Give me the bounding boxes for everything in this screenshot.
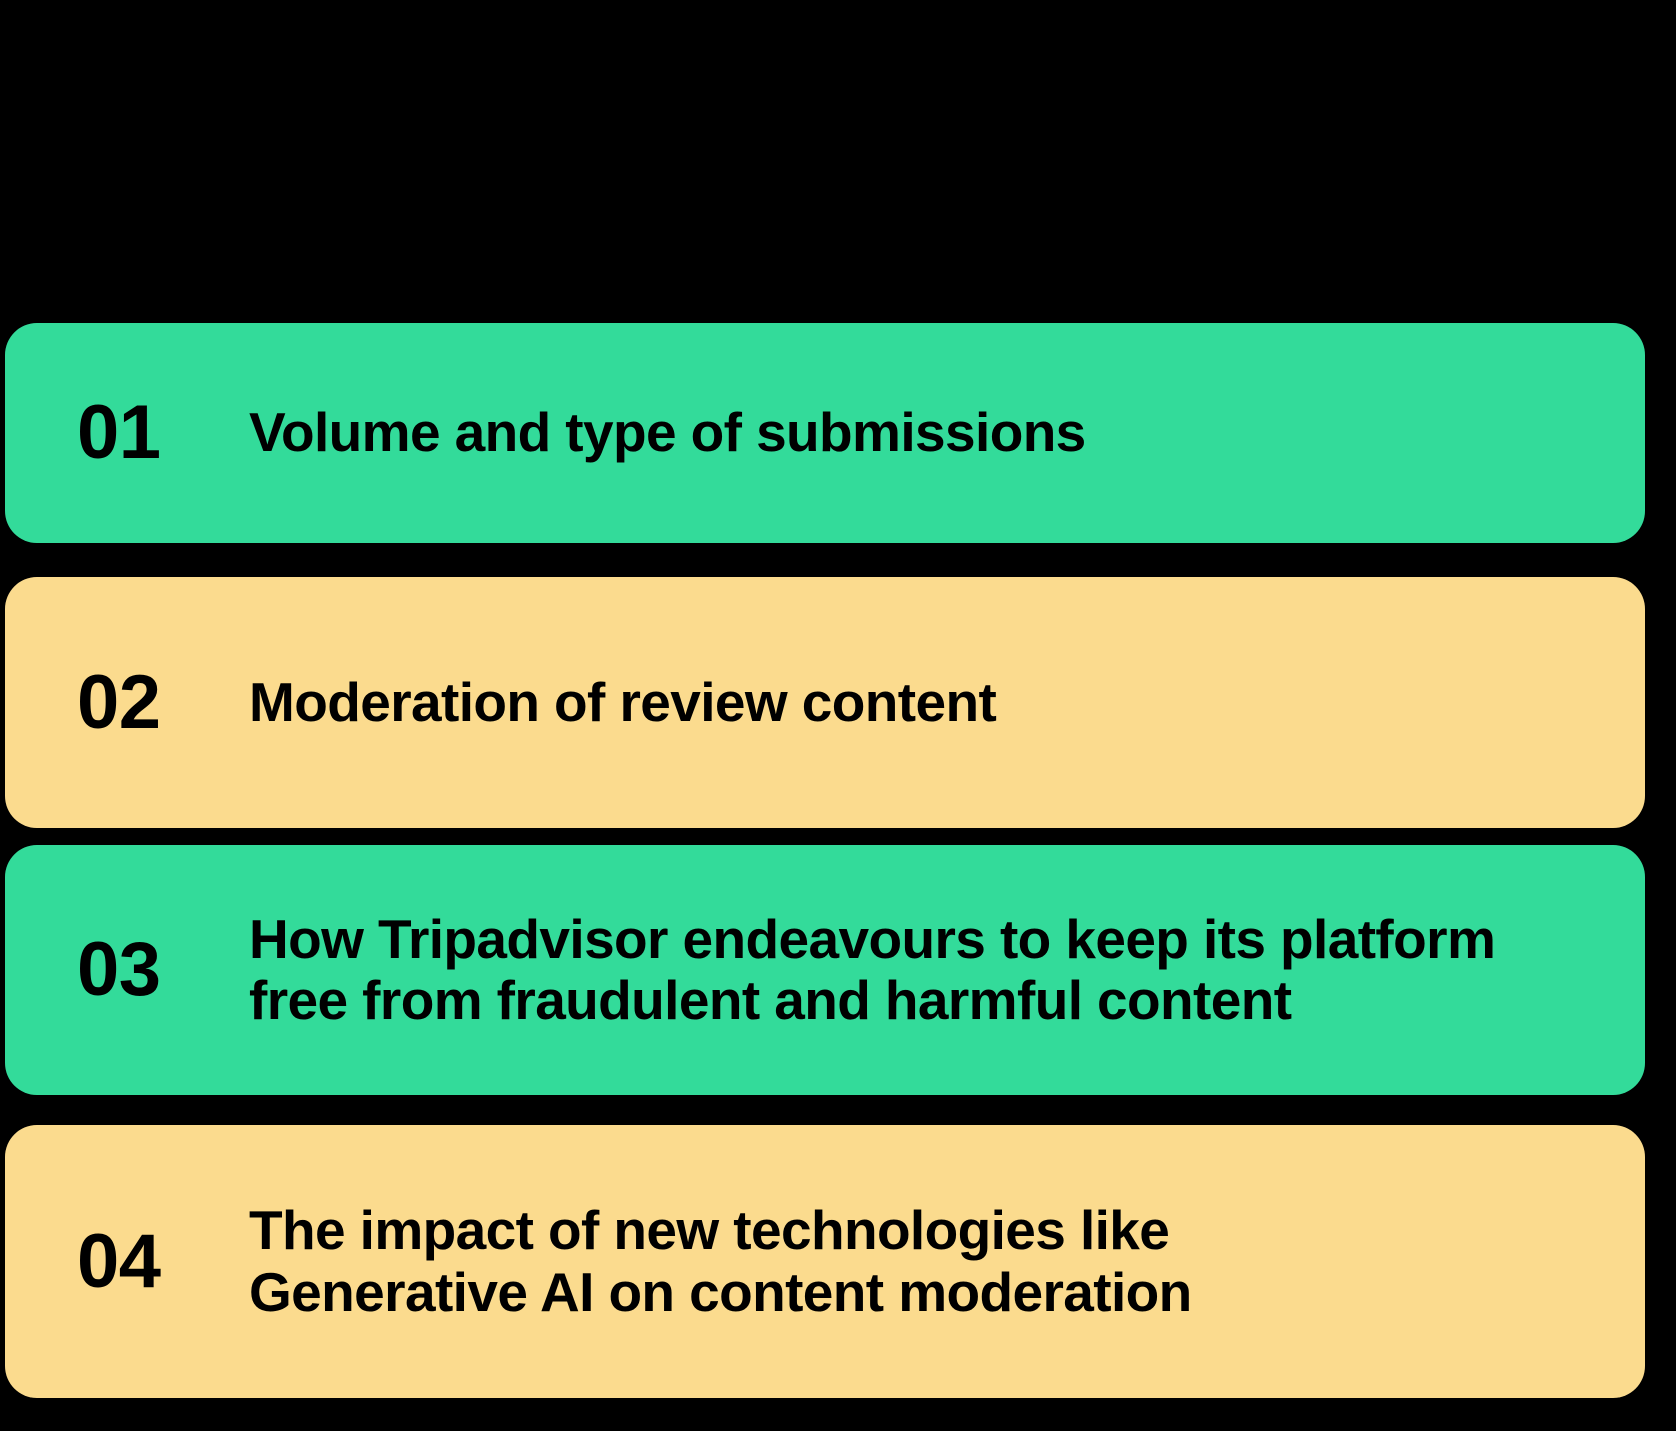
agenda-item-01[interactable]: 01 Volume and type of submissions bbox=[5, 323, 1645, 543]
agenda-item-number: 04 bbox=[77, 1218, 161, 1304]
agenda-item-02[interactable]: 02 Moderation of review content bbox=[5, 577, 1645, 828]
agenda-item-03[interactable]: 03 How Tripadvisor endeavours to keep it… bbox=[5, 845, 1645, 1095]
agenda-item-number: 03 bbox=[77, 927, 161, 1012]
agenda-item-04[interactable]: 04 The impact of new technologies like G… bbox=[5, 1125, 1645, 1398]
agenda-item-title: The impact of new technologies like Gene… bbox=[249, 1199, 1192, 1323]
agenda-item-title: Volume and type of submissions bbox=[249, 401, 1086, 464]
agenda-item-number: 02 bbox=[77, 659, 161, 745]
agenda-item-title: How Tripadvisor endeavours to keep its p… bbox=[249, 907, 1496, 1031]
agenda-item-title: Moderation of review content bbox=[249, 670, 997, 733]
agenda-item-number: 01 bbox=[77, 390, 161, 475]
